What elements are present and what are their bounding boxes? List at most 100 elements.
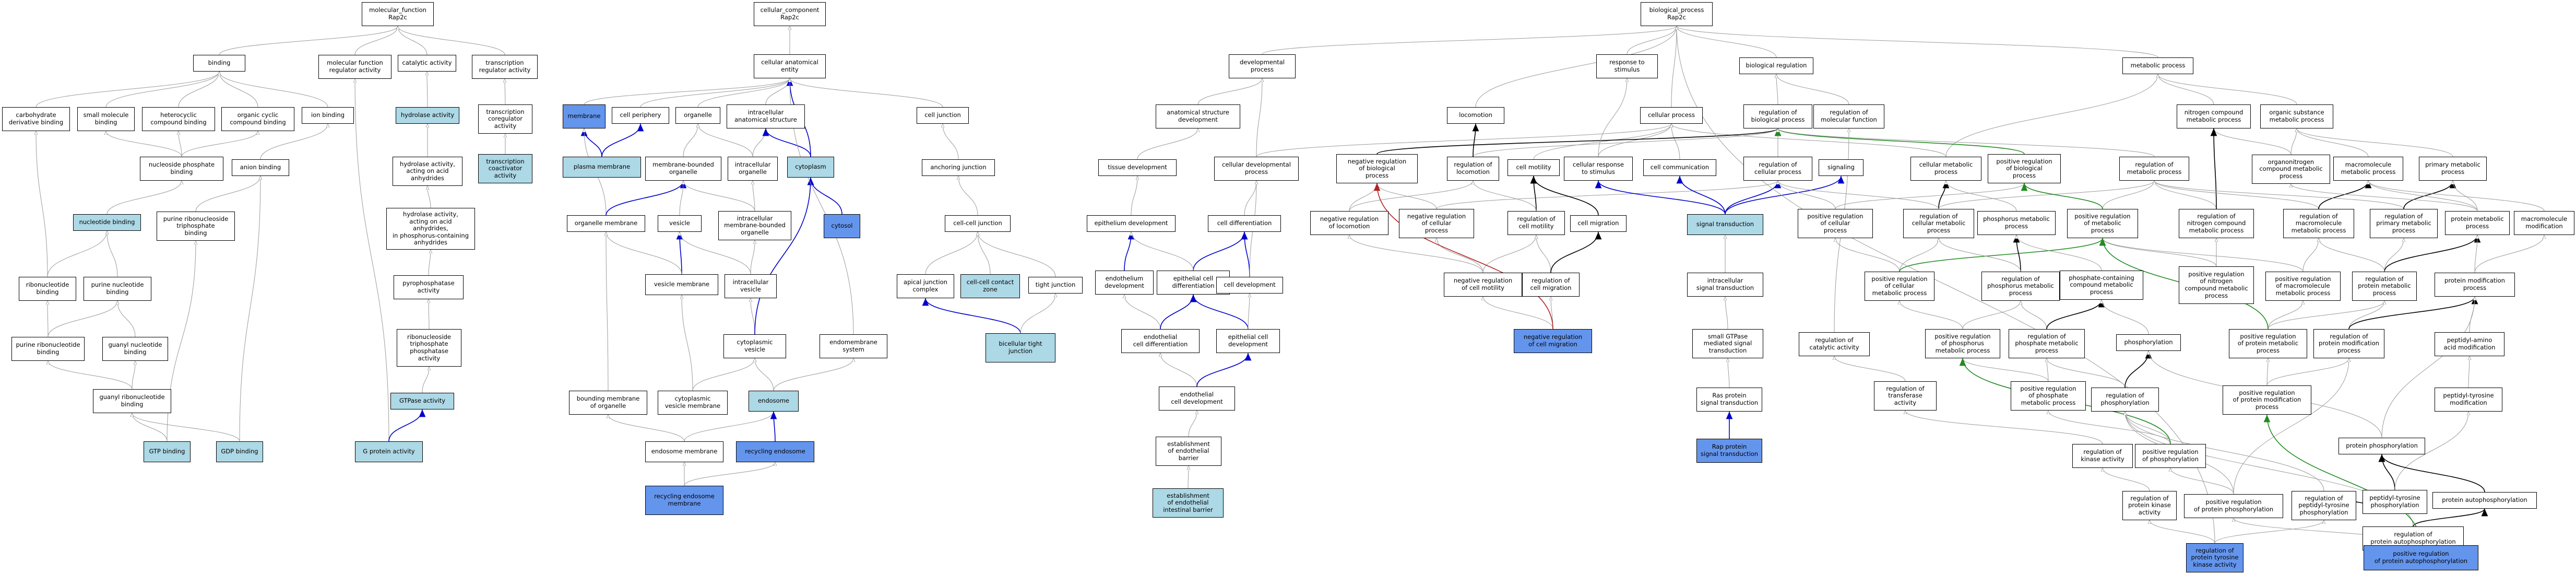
edge-posregphosphate-posregphosphorylation — [2048, 411, 2171, 444]
term-node-regcellmotility: regulation of cell motility — [1507, 211, 1565, 235]
edge-phosphorusmetab-phosphatecontaining — [2016, 235, 2102, 271]
term-node-smallmol: small molecule binding — [77, 107, 135, 131]
edge-regkinase-regprotkinase — [2103, 468, 2150, 491]
edge-cytoplasm-cytoplasmicvesicle — [754, 177, 814, 335]
edge-organellemembrane-boundingmembrane — [606, 232, 609, 391]
term-node-regnitrogen: regulation of nitrogen compound metaboli… — [2179, 209, 2254, 238]
edge-peptidylaa-peptidyltyrmod — [2468, 356, 2470, 388]
term-node-posregnitrogen: positive regulation of nitrogen compound… — [2179, 266, 2254, 304]
term-node-regprottyrkinase: regulation of protein tyrosine kinase ac… — [2186, 543, 2243, 572]
edge-epithcelldiff-epithcelldev — [1190, 294, 1249, 330]
edge-binding-heterocyclic — [178, 72, 219, 108]
edge-smallmol-nucphosbind — [106, 131, 182, 157]
edge-cellularprocess-celldevproc — [1256, 124, 1671, 157]
term-node-smallgtpase: small GTPase mediated signal transductio… — [1692, 329, 1763, 358]
edge-cellularprocess-cellresponse — [1598, 124, 1671, 157]
edge-endosome-recyclingendosome — [770, 411, 777, 442]
term-node-regcellproc: regulation of cellular process — [1743, 157, 1812, 181]
edge-regphosphorus-posregphosphorus — [1962, 301, 2021, 330]
edge-bp-devprocess — [1262, 26, 1677, 55]
edge-regprotkinase-regprottyrkinase — [2150, 520, 2215, 544]
term-node-organicsubst: organic substance metabolic process — [2260, 104, 2333, 128]
edge-endothcelldiff-endothcelldev — [1160, 353, 1197, 387]
edge-regpeptidyltyr-regprottyrkinase — [2214, 520, 2324, 544]
term-node-peptidylaa: peptidyl-amino acid modification — [2435, 332, 2504, 356]
edge-cellmigration-regcellmigration — [1550, 231, 1602, 273]
edge-organelle-intracellorg — [698, 124, 753, 157]
edge-regcellmetab-posregcellmetab — [1899, 238, 1939, 272]
edge-bp-locomotion — [1475, 26, 1677, 108]
term-node-purinenucbind: purine nucleotide binding — [84, 277, 151, 301]
edge-anatstruct-tissuedev — [1137, 128, 1198, 160]
edge-proteinmetab-regprotmetab — [2384, 235, 2481, 272]
edge-binding-ionbinding — [219, 72, 328, 108]
edge-bioreg-regmolfunc — [1776, 74, 1849, 105]
edge-mf-mfreg — [354, 26, 398, 55]
term-node-cae: cellular anatomical entity — [754, 54, 826, 78]
term-node-regmolfunc: regulation of molecular function — [1813, 104, 1884, 128]
term-node-regprotmetab: regulation of protein metabolic process — [2352, 272, 2417, 301]
term-node-signaling: signaling — [1819, 159, 1863, 176]
term-node-regpeptidyltyr: regulation of peptidyl-tyrosine phosphor… — [2292, 491, 2356, 520]
edge-cae-celljunction — [790, 78, 943, 108]
term-node-cellmotility: cell motility — [1507, 159, 1560, 176]
edge-endomembrane-endosome — [773, 358, 853, 391]
edge-signaling-signaltrans — [1725, 175, 1845, 215]
edge-nitrogencomp-regnitrogen — [2210, 128, 2217, 209]
term-node-binding: binding — [193, 55, 245, 72]
edge-organelle-membranebound — [683, 124, 698, 157]
term-node-posregbio: positive regulation of biological proces… — [1988, 154, 2061, 183]
edge-endothcelldev-establishendo — [1188, 411, 1197, 437]
term-node-mf: molecular_function Rap2c — [362, 2, 434, 26]
term-node-regcellmigration: regulation of cell migration — [1522, 273, 1580, 297]
term-node-posregphosphorus: positive regulation of phosphorus metabo… — [1925, 329, 2000, 358]
edge-bp-response — [1627, 26, 1677, 55]
edge-peptidyltyrmod-peptidyltyrphos — [2394, 412, 2468, 490]
term-node-endothcelldev: endothelial cell development — [1159, 386, 1235, 411]
term-node-cellcellcontact: cell-cell contact zone — [960, 274, 1020, 298]
edge-heterocyclic-nucphosbind — [179, 131, 182, 157]
term-node-transcoact: transcription coactivator activity — [478, 154, 532, 183]
edge-cellularprocess-cellmotility — [1533, 124, 1671, 160]
edge-regmetab-regprimary — [2154, 181, 2404, 209]
term-node-locomotion: locomotion — [1447, 107, 1504, 124]
edge-regmetab-regnitrogen — [2154, 181, 2217, 209]
edge-cytoplasmicvesicle-cytovesiclemembrane — [692, 358, 755, 391]
edge-negregloco-negregcellmotility — [1349, 235, 1483, 273]
term-node-regmetab: regulation of metabolic process — [2119, 157, 2189, 181]
edge-endothdev-endothcelldiff — [1124, 295, 1161, 330]
term-node-catalytic: catalytic activity — [398, 55, 456, 72]
term-node-celldevproc: cellular developmental process — [1214, 157, 1299, 181]
term-node-plasmamembrane: plasma membrane — [563, 157, 641, 178]
edge-phosphorusmetab-regphosphorus — [2013, 235, 2021, 272]
edge-posregbio-posregmetab — [2021, 183, 2103, 209]
term-node-intracellvesicle: intracellular vesicle — [725, 274, 777, 298]
term-node-intracellmbo: intracellular membrane-bounded organelle — [718, 211, 791, 240]
term-node-endosome: endosome — [749, 391, 799, 412]
term-node-guanylribonuc: guanyl ribonucleotide binding — [93, 389, 171, 413]
edge-regbioproc-regmetab — [1778, 128, 2155, 157]
edge-cellularprocess-cellmetab — [1671, 124, 1946, 157]
term-node-phosphatecontaining: phosphate-containing compound metabolic … — [2060, 271, 2143, 300]
term-node-regprimary: regulation of primary metabolic process — [2370, 209, 2438, 238]
term-node-nucbind: nucleotide binding — [73, 214, 141, 231]
edge-regprotmod-posregprotmod — [2266, 358, 2349, 386]
edge-membranebound-vesicle — [679, 181, 683, 216]
edge-mf-binding — [219, 26, 398, 55]
term-node-cellmigration: cell migration — [1570, 215, 1627, 232]
edge-purinenucbind-guanylnucbind — [117, 301, 136, 337]
edge-regprotmetab-posregprotmetab — [2268, 301, 2384, 330]
term-node-hydrolaseanhyd: hydrolase activity, acting on acid anhyd… — [393, 157, 462, 186]
term-node-hydrolase: hydrolase activity — [396, 107, 459, 124]
edge-nucphosbind-nucbind — [106, 181, 182, 215]
term-node-signaltrans: signal transduction — [1687, 214, 1763, 235]
edge-posregprotmetab-posregprotmod — [2267, 358, 2268, 386]
term-node-intracellsignal: intracellular signal transduction — [1687, 273, 1763, 297]
term-node-cc: cellular_component Rap2c — [754, 2, 826, 26]
term-node-primarymetab: primary metabolic process — [2419, 157, 2487, 181]
edge-regcatalytic-regtransferase — [1834, 356, 1906, 382]
edge-cellcelljunction-apicaljunction — [925, 232, 978, 275]
term-node-cellcomm: cell communication — [1643, 159, 1716, 176]
term-node-recyclingendosome: recycling endosome — [736, 441, 814, 462]
edge-macromolmetab-proteinmetab — [2368, 181, 2478, 212]
